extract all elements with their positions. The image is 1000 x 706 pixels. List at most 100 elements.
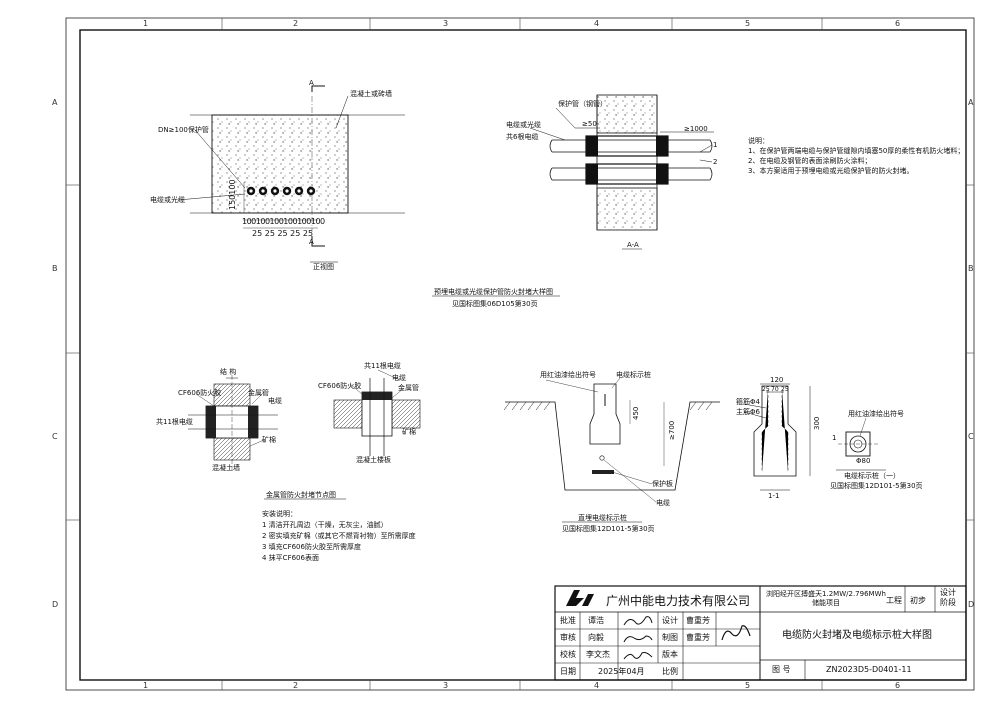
stake-one: 1 bbox=[832, 434, 837, 442]
tb-role2-scale: 比例 bbox=[662, 667, 678, 676]
pipe-label: DN≥100保护管 bbox=[158, 126, 209, 134]
stake-title: 电缆标示桩（一） bbox=[844, 472, 900, 480]
buried-mark-label: 用红油漆绘出符号 bbox=[540, 371, 596, 379]
notes-heading: 说明： bbox=[748, 137, 769, 145]
grid-row-c-right: C bbox=[968, 432, 974, 441]
mp-count-label: 共11根电缆 bbox=[156, 418, 193, 426]
dim-horizontal-bottom: 25 25 25 25 25 bbox=[252, 229, 314, 238]
tb-role2-version: 版本 bbox=[662, 650, 678, 659]
buried-stake-label: 电缆标示桩 bbox=[616, 371, 651, 379]
stake-dim-a: 25 bbox=[762, 386, 770, 393]
buried-dim-700: ≥700 bbox=[668, 420, 676, 440]
mp-r-floor-label: 混凝土楼板 bbox=[356, 456, 391, 464]
drawing-no-label: 图 号 bbox=[772, 665, 791, 674]
buried-board-label: 保护板 bbox=[652, 480, 673, 488]
notes-item-3: 3、本方案适用于预埋电缆或光缆保护管的防火封堵。 bbox=[748, 167, 914, 175]
tb-name2-design: 曹重芳 bbox=[686, 616, 710, 625]
mp-glue-label: CF606防火胶 bbox=[178, 389, 222, 397]
aa-pipe-label: 保护管（钢管） bbox=[558, 100, 607, 108]
mp-r-glue-label: CF606防火胶 bbox=[318, 382, 362, 390]
tb-date: 2025年04月 bbox=[598, 667, 645, 676]
dim-vertical: 150100 bbox=[228, 179, 237, 210]
stake-dim-side: 300 bbox=[813, 416, 821, 430]
mp-wall-label: 混凝土墙 bbox=[212, 464, 240, 472]
project-kind: 工程 bbox=[886, 596, 902, 605]
grid-col-5: 5 bbox=[745, 19, 751, 28]
stake-ref: 见国标图集12D101-5第30页 bbox=[830, 482, 923, 490]
notes-item-2: 2、在电缆及钢管的表面涂刷防火涂料； bbox=[748, 157, 872, 165]
tb-role-check: 校核 bbox=[560, 650, 576, 659]
grid-col-5-bottom: 5 bbox=[745, 681, 751, 690]
drawing-title: 电缆防火封堵及电缆标示桩大样图 bbox=[782, 630, 932, 641]
mp-r-cable-label: 电缆 bbox=[392, 374, 406, 382]
install-item-1: 1 清洁开孔周边（干燥，无灰尘，油腻） bbox=[262, 521, 388, 529]
wall-label: 混凝土或砖墙 bbox=[350, 90, 392, 98]
stake-dim-b: 70 bbox=[771, 386, 779, 393]
install-heading: 安装说明： bbox=[262, 510, 297, 518]
dim-horizontal-top: 100100100100100100 bbox=[242, 217, 325, 226]
aa-dim-50: ≥50 bbox=[582, 120, 597, 128]
grid-col-4: 4 bbox=[594, 19, 600, 28]
buried-dim-450: 450 bbox=[632, 406, 640, 420]
aa-cable-label: 电缆或光缆 bbox=[506, 121, 541, 129]
tb-role2-design: 设计 bbox=[662, 616, 678, 625]
aa-num-1: 1 bbox=[713, 141, 718, 149]
notes-item-1: 1、在保护管两端电缆与保护管缝隙内填塞50厚的柔性有机防火堵料； bbox=[748, 147, 965, 155]
grid-col-4-bottom: 4 bbox=[594, 681, 600, 690]
grid-col-2: 2 bbox=[293, 19, 299, 28]
stake-dim-c: 25 bbox=[781, 386, 789, 393]
fireblock-title: 预埋电缆或光缆保护管防火封堵大样图 bbox=[434, 288, 553, 296]
grid-row-b: B bbox=[52, 264, 58, 273]
stake-phi: Φ80 bbox=[856, 457, 871, 465]
tb-name2-draw: 曹重芳 bbox=[686, 633, 710, 642]
tb-role-approve: 批准 bbox=[560, 616, 576, 625]
buried-ref: 见国标图集12D101-5第30页 bbox=[562, 525, 655, 533]
tb-role-review: 审核 bbox=[560, 633, 576, 642]
install-item-2: 2 密实填充矿棉（或其它不燃背衬物）至所需厚度 bbox=[262, 532, 416, 540]
tb-name-approve: 谭浩 bbox=[588, 616, 604, 625]
grid-col-1-bottom: 1 bbox=[143, 681, 149, 690]
company-name: 广州中能电力技术有限公司 bbox=[606, 594, 751, 608]
mp-cable-label: 电缆 bbox=[268, 397, 282, 405]
tb-role2-draw: 制图 bbox=[662, 633, 678, 642]
front-view-caption: 正视图 bbox=[313, 263, 334, 271]
tb-name-review: 向毅 bbox=[588, 633, 604, 642]
stake-mark-label: 用红油漆绘出符号 bbox=[848, 410, 904, 418]
mp-r-mineral-label: 矿棉 bbox=[402, 428, 416, 436]
grid-col-2-bottom: 2 bbox=[293, 681, 299, 690]
drawing-no: ZN2023D5-D0401-11 bbox=[826, 665, 912, 674]
project-name: 浏阳经开区搏盛天1.2MW/2.796MWh储能项目 bbox=[766, 590, 886, 607]
mp-metal-label: 金属管 bbox=[248, 389, 269, 397]
grid-row-a-right: A bbox=[968, 98, 974, 107]
grid-row-a: A bbox=[52, 98, 58, 107]
aa-num-2: 2 bbox=[713, 158, 718, 166]
company-logo-icon bbox=[566, 590, 584, 606]
grid-col-6-bottom: 6 bbox=[895, 681, 901, 690]
grid-col-3-bottom: 3 bbox=[443, 681, 449, 690]
grid-col-6: 6 bbox=[895, 19, 901, 28]
mp-structure-label: 结 构 bbox=[220, 368, 237, 376]
stake-dim-top: 120 bbox=[770, 376, 784, 384]
mp-r-metal-label: 金属管 bbox=[398, 384, 419, 392]
aa-count-label: 共6根电缆 bbox=[506, 133, 539, 141]
stake-rebar-1: 箍筋Φ4 bbox=[736, 398, 760, 406]
grid-row-b-right: B bbox=[968, 264, 974, 273]
tb-role-date: 日期 bbox=[560, 667, 576, 676]
cable-label: 电缆或光缆 bbox=[150, 196, 185, 204]
design-stage-label: 设计阶段 bbox=[940, 588, 956, 607]
mp-r-count-label: 共11根电缆 bbox=[364, 362, 401, 370]
buried-title: 直埋电缆标示桩 bbox=[578, 514, 627, 522]
aa-caption: A-A bbox=[627, 241, 639, 249]
stake-rebar-2: 主筋Φ6 bbox=[736, 408, 760, 416]
fireblock-ref: 见国标图集06D105第30页 bbox=[452, 300, 538, 308]
aa-dim-1000: ≥1000 bbox=[684, 125, 708, 133]
mp-mineral-label: 矿棉 bbox=[262, 436, 276, 444]
metal-pipe-title: 金属管防火封堵节点图 bbox=[266, 491, 336, 499]
grid-row-c: C bbox=[52, 432, 58, 441]
buried-cable-label: 电缆 bbox=[656, 499, 670, 507]
install-item-4: 4 抹平CF606表面 bbox=[262, 554, 319, 562]
grid-col-1: 1 bbox=[143, 19, 149, 28]
grid-col-3: 3 bbox=[443, 19, 449, 28]
